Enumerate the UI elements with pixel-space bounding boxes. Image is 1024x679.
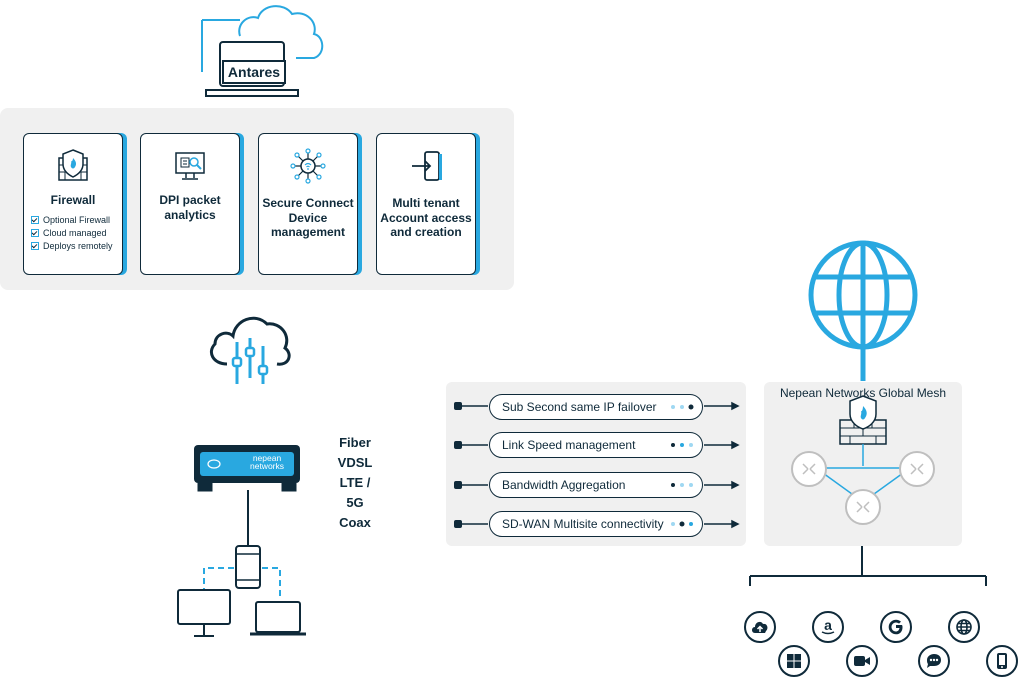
secure-connect-card[interactable]: Secure Connect Device management	[258, 133, 358, 275]
google-icon	[880, 611, 912, 643]
feature-pill: SD-WAN Multisite connectivity	[489, 511, 703, 537]
feature-arrows	[454, 401, 740, 529]
service-distribution-lines	[749, 546, 987, 586]
firewall-card[interactable]: Firewall Optional Firewall Cloud managed…	[23, 133, 123, 275]
globe-icon	[808, 240, 918, 381]
firewall-icon	[58, 149, 88, 181]
mesh-diagram	[791, 395, 935, 525]
checkbox-icon	[31, 242, 39, 250]
local-devices	[177, 490, 306, 637]
device-network-icon	[290, 148, 326, 184]
dpi-card[interactable]: DPI packet analytics	[140, 133, 240, 275]
windows-icon	[778, 645, 810, 677]
amazon-icon: a	[812, 611, 844, 643]
connection-type: VDSL	[337, 455, 373, 470]
check-item: Cloud managed	[31, 227, 113, 240]
checkbox-icon	[31, 229, 39, 237]
check-item: Deploys remotely	[31, 240, 113, 253]
chat-icon	[918, 645, 950, 677]
multi-tenant-title: Multi tenant Account access and creation	[380, 196, 472, 239]
multi-tenant-card[interactable]: Multi tenant Account access and creation	[376, 133, 476, 275]
router-device	[194, 445, 300, 492]
login-icon	[412, 151, 442, 181]
pill-dots	[671, 404, 694, 527]
svg-text:a: a	[824, 617, 832, 633]
connection-type: LTE / 5G	[339, 475, 371, 510]
phone-icon	[986, 645, 1018, 677]
antares-label: Antares	[222, 60, 286, 84]
check-item: Optional Firewall	[31, 214, 113, 227]
video-icon	[846, 645, 878, 677]
cloud-settings-icon	[210, 316, 291, 384]
firewall-checklist: Optional Firewall Cloud managed Deploys …	[31, 214, 113, 253]
connection-types: Fiber VDSL LTE / 5G Coax	[332, 433, 378, 533]
analytics-monitor-icon	[175, 152, 205, 180]
feature-pill: Bandwidth Aggregation	[489, 472, 703, 498]
cloud-upload-icon	[744, 611, 776, 643]
antares-laptop-cloud	[201, 5, 324, 97]
firewall-title: Firewall	[50, 193, 96, 207]
mesh-title: Nepean Networks Global Mesh	[779, 386, 947, 400]
feature-pill: Link Speed management	[489, 432, 703, 458]
feature-pill: Sub Second same IP failover	[489, 394, 703, 420]
mesh-firewall-icon	[839, 395, 887, 445]
router-brand: nepean networks	[249, 453, 284, 471]
connection-type: Coax	[339, 515, 371, 530]
globe-small-icon	[948, 611, 980, 643]
connection-type: Fiber	[339, 435, 371, 450]
secure-connect-title: Secure Connect Device management	[262, 196, 354, 239]
checkbox-icon	[31, 216, 39, 224]
dpi-title: DPI packet analytics	[159, 193, 221, 222]
